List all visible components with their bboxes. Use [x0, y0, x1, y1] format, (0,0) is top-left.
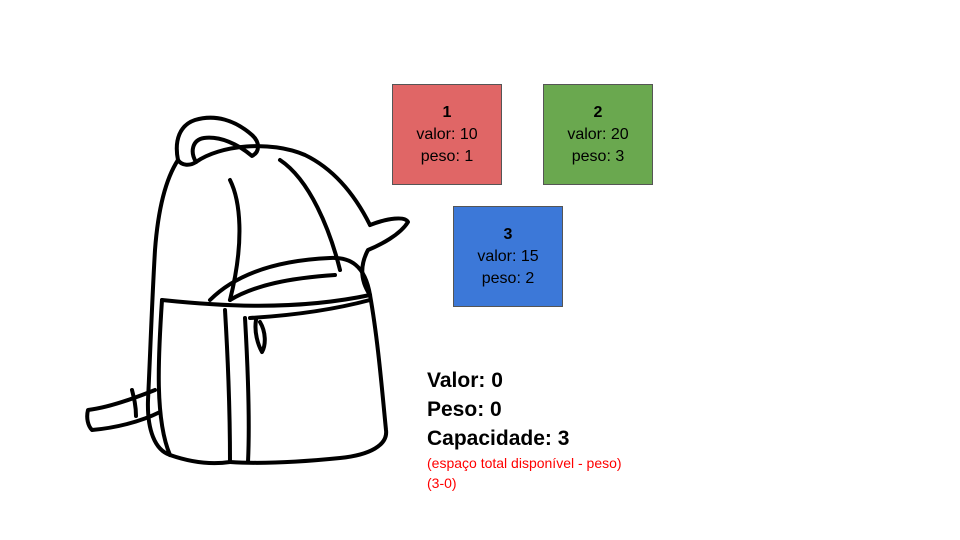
item-weight: peso: 1: [420, 147, 474, 165]
item-value: valor: 10: [416, 125, 478, 143]
stats-panel: Valor: 0 Peso: 0 Capacidade: 3 (espaço t…: [427, 366, 622, 493]
item-number: 3: [503, 225, 513, 243]
item-value: valor: 20: [567, 125, 629, 143]
total-weight-label: Peso: 0: [427, 398, 502, 421]
capacity-label: Capacidade: 3: [427, 427, 570, 450]
item-weight: peso: 2: [481, 269, 535, 287]
capacity-note: (espaço total disponível - peso): [427, 455, 622, 471]
capacity-calculation: (3-0): [427, 475, 457, 491]
item-number: 2: [593, 103, 603, 121]
backpack-icon: [85, 115, 410, 466]
total-value-label: Valor: 0: [427, 369, 503, 392]
item-card-2: 2 valor: 20 peso: 3: [543, 84, 653, 185]
item-number: 1: [442, 103, 452, 121]
item-value: valor: 15: [477, 247, 539, 265]
item-weight: peso: 3: [571, 147, 625, 165]
item-card-1: 1 valor: 10 peso: 1: [392, 84, 502, 185]
item-card-3: 3 valor: 15 peso: 2: [453, 206, 563, 307]
